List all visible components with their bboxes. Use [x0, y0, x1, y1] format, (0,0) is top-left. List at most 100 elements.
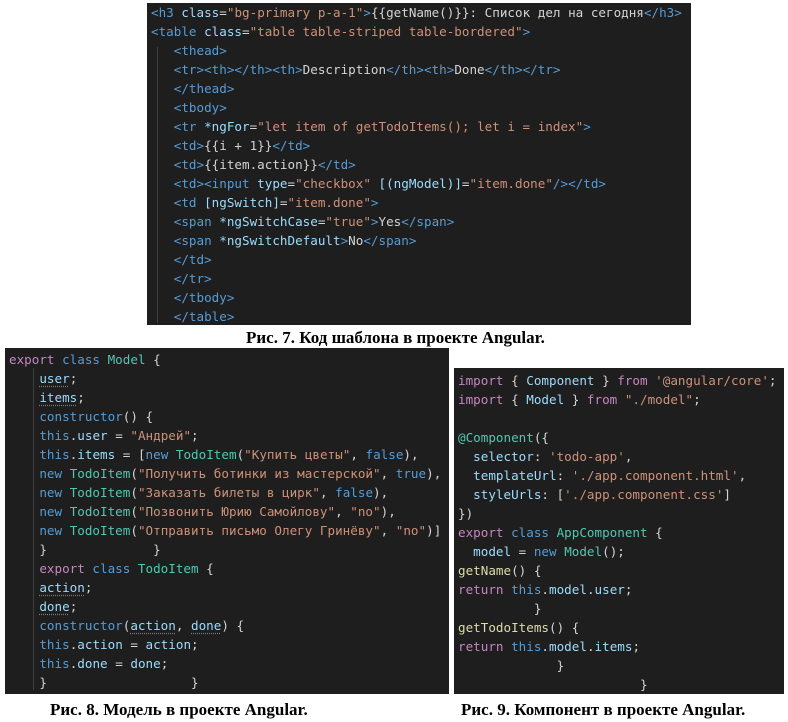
indent-guide: [33, 368, 34, 690]
code-token: (: [130, 485, 138, 500]
code-token: './app.component.html': [571, 468, 739, 483]
code-token: done: [191, 618, 222, 633]
code-token: items: [594, 639, 633, 654]
code-token: ,: [335, 504, 351, 519]
code-token: done: [39, 599, 70, 614]
code-token: >: [522, 24, 531, 39]
code-token: done: [77, 656, 108, 671]
code-line: <tr><th></th><th>Description</th><th>Don…: [151, 60, 561, 79]
code-token: TodoItem: [69, 485, 131, 500]
code-token: "Отправить письмо Олегу Гринёву": [137, 523, 381, 538]
code-token: from: [586, 392, 625, 407]
code-token: this: [39, 637, 70, 652]
code-token: [458, 677, 640, 692]
code-token: ;: [77, 390, 85, 405]
code-token: from: [617, 373, 656, 388]
code-token: [151, 100, 174, 115]
code-token: templateUrl: [473, 468, 557, 483]
component-code-block: import { Component } from '@angular/core…: [454, 368, 784, 694]
code-token: ),: [373, 485, 389, 500]
code-token: {{getName()}}: Список дел на сегодня: [370, 5, 644, 20]
code-token: false: [335, 485, 374, 500]
code-token: [9, 504, 39, 519]
code-token: action: [39, 580, 85, 595]
code-token: Yes: [378, 214, 402, 229]
code-line: <td [ngSwitch]="item.done">: [151, 193, 379, 212]
code-token: ) {: [221, 618, 245, 633]
code-token: [151, 81, 174, 96]
code-token: user: [77, 428, 108, 443]
code-token: </tbody>: [173, 290, 235, 305]
code-token: [9, 390, 39, 405]
code-line: return this.model.items;: [458, 637, 640, 656]
code-token: ;: [69, 371, 78, 386]
code-token: ),: [403, 447, 419, 462]
code-token: return: [458, 639, 512, 654]
code-token: [458, 544, 473, 559]
code-token: </span>: [401, 214, 455, 229]
code-line: getName() {: [458, 561, 541, 580]
code-token: [458, 449, 473, 464]
code-token: {{item.action}}: [204, 157, 318, 172]
code-token: >: [370, 195, 379, 210]
code-token: "Заказать билеты в цирк": [137, 485, 320, 500]
code-token: } }: [39, 542, 161, 557]
code-token: .: [69, 428, 78, 443]
code-token: selector: [473, 449, 534, 464]
code-line: <h3 class="bg-primary p-a-1">{{getName()…: [151, 3, 682, 22]
code-line: <td><input type="checkbox" [(ngModel)]="…: [151, 174, 606, 193]
code-token: (: [122, 618, 131, 633]
code-line: } }: [9, 540, 161, 559]
code-token: "no": [395, 523, 427, 538]
code-token: new: [39, 504, 70, 519]
code-token: [151, 233, 174, 248]
code-line: }: [458, 599, 542, 618]
code-token: <td: [173, 195, 205, 210]
code-token: user: [594, 582, 625, 597]
code-line: styleUrls: ['./app.component.css']: [458, 485, 731, 504]
code-token: 'todo-app': [549, 449, 625, 464]
code-token: ;: [84, 580, 93, 595]
code-token: <td>: [173, 157, 205, 172]
code-token: done: [130, 656, 161, 671]
code-token: "no": [350, 504, 381, 519]
code-line: items;: [9, 388, 85, 407]
code-token: "true": [325, 214, 371, 229]
code-token: ;: [624, 582, 633, 597]
code-token: class: [204, 24, 242, 39]
code-token: ,: [175, 618, 192, 633]
code-token: >: [370, 214, 379, 229]
code-token: [9, 409, 39, 424]
code-token: TodoItem: [69, 504, 131, 519]
code-token: }: [564, 392, 587, 407]
code-token: {: [511, 373, 527, 388]
code-token: (: [130, 466, 138, 481]
code-token: =: [511, 544, 534, 559]
code-token: ({: [533, 430, 549, 445]
code-line: this.user = "Андрей";: [9, 426, 198, 445]
code-token: action: [130, 618, 176, 633]
code-token: Description: [302, 62, 387, 77]
code-token: TodoItem: [69, 466, 131, 481]
code-token: '@angular/core': [655, 373, 769, 388]
code-token: [9, 637, 39, 652]
code-token: user: [39, 371, 70, 386]
code-token: .: [586, 639, 595, 654]
figure-7-caption: Рис. 7. Код шаблона в проекте Angular.: [246, 328, 545, 347]
code-token: true: [395, 466, 427, 481]
code-token: =: [107, 428, 131, 443]
code-token: "Купить цветы": [244, 447, 351, 462]
code-line: done;: [9, 597, 77, 616]
code-token: [(ngModel)]: [378, 176, 462, 191]
code-token: [371, 176, 379, 191]
code-token: .: [541, 639, 550, 654]
code-token: ();: [602, 544, 625, 559]
code-token: [9, 561, 39, 576]
code-line: new TodoItem("Заказать билеты в цирк", f…: [9, 483, 388, 502]
code-token: [151, 138, 174, 153]
code-token: =: [461, 176, 470, 191]
code-line: this.items = [new TodoItem("Купить цветы…: [9, 445, 419, 464]
code-token: [9, 485, 39, 500]
code-token: /></td>: [552, 176, 606, 191]
code-token: new: [39, 485, 70, 500]
